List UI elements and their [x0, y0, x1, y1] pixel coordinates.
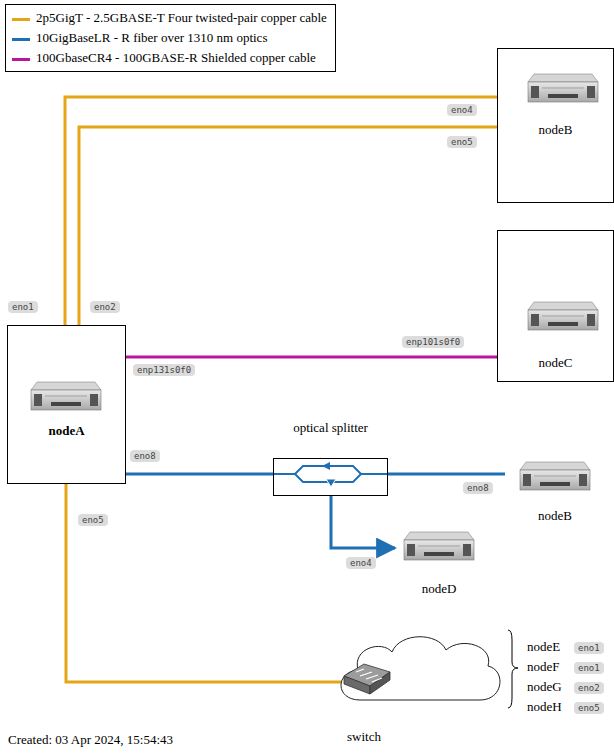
splitter-paths — [273, 462, 388, 487]
network-cloud — [341, 637, 500, 700]
legend-box: 2p5GigT - 2.5GBASE-T Four twisted-pair c… — [5, 4, 336, 72]
cable — [126, 356, 497, 359]
legend-swatch — [12, 58, 30, 61]
interface-tag: eno2 — [90, 301, 120, 313]
legend-text: 2p5GigT - 2.5GBASE-T Four twisted-pair c… — [36, 10, 327, 25]
node-label: nodeC — [478, 355, 614, 371]
host-name: nodeG — [527, 679, 562, 695]
optical-splitter: optical splitter — [273, 458, 388, 496]
switch-icon — [344, 664, 390, 694]
cable — [65, 97, 497, 325]
interface-tag: eno5 — [574, 702, 604, 714]
node-label: nodeD — [375, 581, 503, 597]
legend-swatch — [12, 18, 30, 21]
legend-row: 100GbaseCR4 - 100GBASE-R Shielded copper… — [12, 48, 327, 68]
interface-tag: eno8 — [463, 482, 493, 494]
legend-text: 100GbaseCR4 - 100GBASE-R Shielded copper… — [36, 50, 316, 65]
node-label: nodeB — [485, 508, 614, 524]
server-icon — [404, 532, 474, 560]
cable — [331, 496, 395, 548]
interface-tag: eno1 — [8, 301, 38, 313]
legend-swatch — [12, 38, 30, 41]
interface-tag: eno2 — [574, 682, 604, 694]
host-name: nodeE — [527, 639, 560, 655]
interface-tag: enp101s0f0 — [402, 336, 464, 348]
legend-row: 2p5GigT - 2.5GBASE-T Four twisted-pair c… — [12, 8, 327, 28]
host-name: nodeH — [527, 699, 562, 715]
server-box: nodeB — [497, 48, 614, 203]
server: nodeB — [505, 460, 605, 526]
legend-text: 10GigBaseLR - R fiber over 1310 nm optic… — [36, 30, 267, 45]
interface-tag: enp131s0f0 — [133, 364, 195, 376]
interface-tag: eno1 — [574, 662, 604, 674]
network-switch: switch — [336, 655, 392, 747]
host-name: nodeF — [527, 659, 560, 675]
server-box: nodeA — [7, 325, 126, 484]
cable — [66, 484, 342, 682]
group-brace — [508, 630, 518, 708]
interface-tag: eno8 — [130, 450, 160, 462]
interface-tag: eno5 — [78, 514, 108, 526]
interface-tag: eno4 — [447, 104, 477, 116]
creation-stamp: Created: 03 Apr 2024, 15:54:43 — [8, 732, 173, 748]
server-icon — [528, 74, 598, 102]
server: nodeD — [395, 528, 483, 598]
node-label: nodeA — [0, 423, 145, 439]
server-box: nodeC — [497, 230, 614, 382]
node-label: optical splitter — [254, 420, 407, 436]
cable — [388, 473, 505, 476]
cable — [79, 127, 497, 325]
interface-tag: eno4 — [346, 557, 376, 569]
interface-tag: eno5 — [447, 136, 477, 148]
server-icon — [31, 382, 101, 410]
node-label: nodeB — [478, 122, 614, 138]
server-icon — [520, 462, 590, 490]
server-icon — [528, 302, 598, 330]
legend-row: 10GigBaseLR - R fiber over 1310 nm optic… — [12, 28, 327, 48]
cable — [126, 473, 273, 476]
node-label: switch — [316, 729, 412, 745]
interface-tag: eno1 — [574, 642, 604, 654]
